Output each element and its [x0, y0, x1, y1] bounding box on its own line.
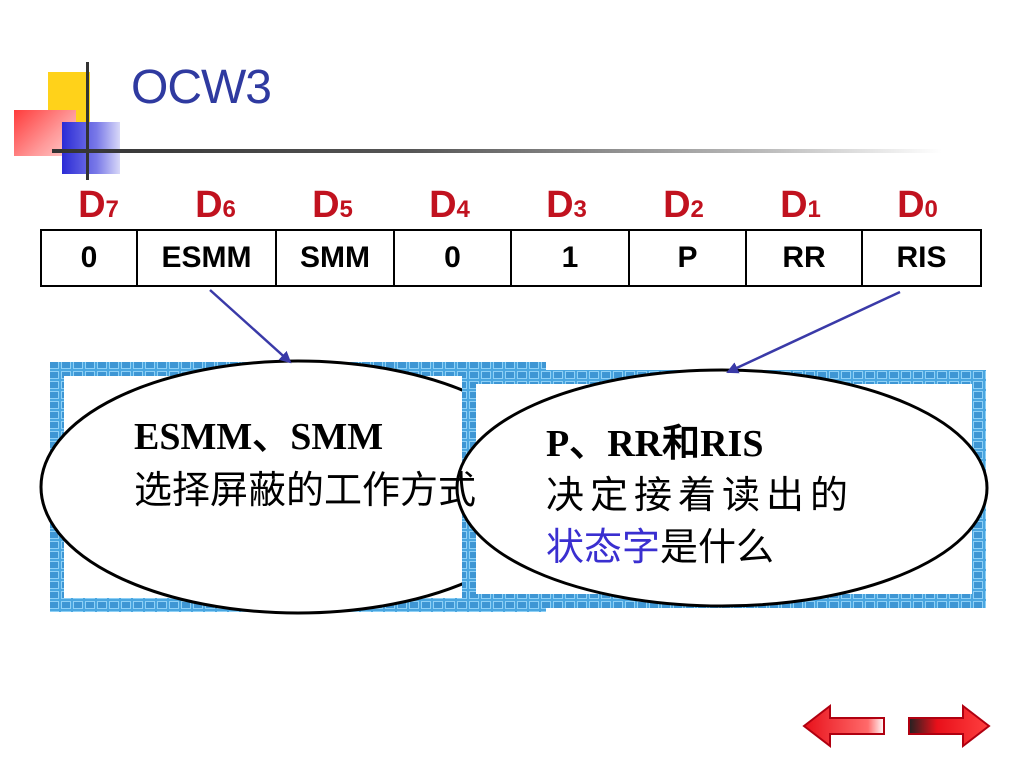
callout-right-ellipse [455, 368, 989, 608]
register-cell-d4: 0 [393, 229, 512, 287]
callout-right [455, 368, 989, 608]
callout-left-description: 选择屏蔽的工作方式 [134, 470, 477, 512]
bit-label-d0: D0 [897, 184, 938, 226]
connector-arrow-left [209, 289, 292, 364]
register-cell-d3: 1 [510, 229, 630, 287]
register-cell-d1: RR [745, 229, 863, 287]
arrow-left-icon [802, 703, 885, 749]
register-cell-d7: 0 [40, 229, 138, 287]
callout-right-heading: P、RR和RIS [546, 423, 764, 465]
arrow-right-icon [908, 703, 991, 749]
bit-labels: D7 D6 D5 D4 D3 D2 D1 D0 [40, 180, 980, 230]
callout-right-meaning: 状态字是什么 [546, 522, 906, 574]
callout-right-meaning-rest: 是什么 [660, 527, 775, 569]
bit-label-d6: D6 [195, 184, 236, 226]
logo-vertical-line [86, 62, 89, 180]
callout-right-description: 决定接着读出的 [546, 475, 855, 517]
register-cell-d0: RIS [861, 229, 982, 287]
register-row: 0 ESMM SMM 0 1 P RR RIS [40, 229, 982, 287]
register-cell-d6: ESMM [136, 229, 277, 287]
prev-slide-button[interactable] [800, 700, 888, 752]
connector-arrow-right [726, 290, 901, 374]
slide-logo [0, 0, 140, 190]
status-word-highlight: 状态字 [546, 527, 661, 569]
bit-label-d7: D7 [78, 184, 119, 226]
next-slide-button[interactable] [905, 700, 993, 752]
register-cell-d5: SMM [275, 229, 395, 287]
page-title: OCW3 [131, 61, 272, 114]
bit-label-d2: D2 [663, 184, 704, 226]
bit-label-d5: D5 [312, 184, 353, 226]
register-table: 0 ESMM SMM 0 1 P RR RIS [40, 229, 982, 287]
bit-label-d3: D3 [546, 184, 587, 226]
callout-right-text: P、RR和RIS 决定接着读出的 状态字是什么 [546, 418, 906, 574]
callout-left-heading: ESMM、SMM [134, 416, 384, 458]
register-cell-d2: P [628, 229, 747, 287]
bit-label-d1: D1 [780, 184, 821, 226]
bit-label-d4: D4 [429, 184, 470, 226]
logo-blue-square [62, 122, 120, 174]
callout-left-text: ESMM、SMM 选择屏蔽的工作方式 [134, 410, 494, 518]
